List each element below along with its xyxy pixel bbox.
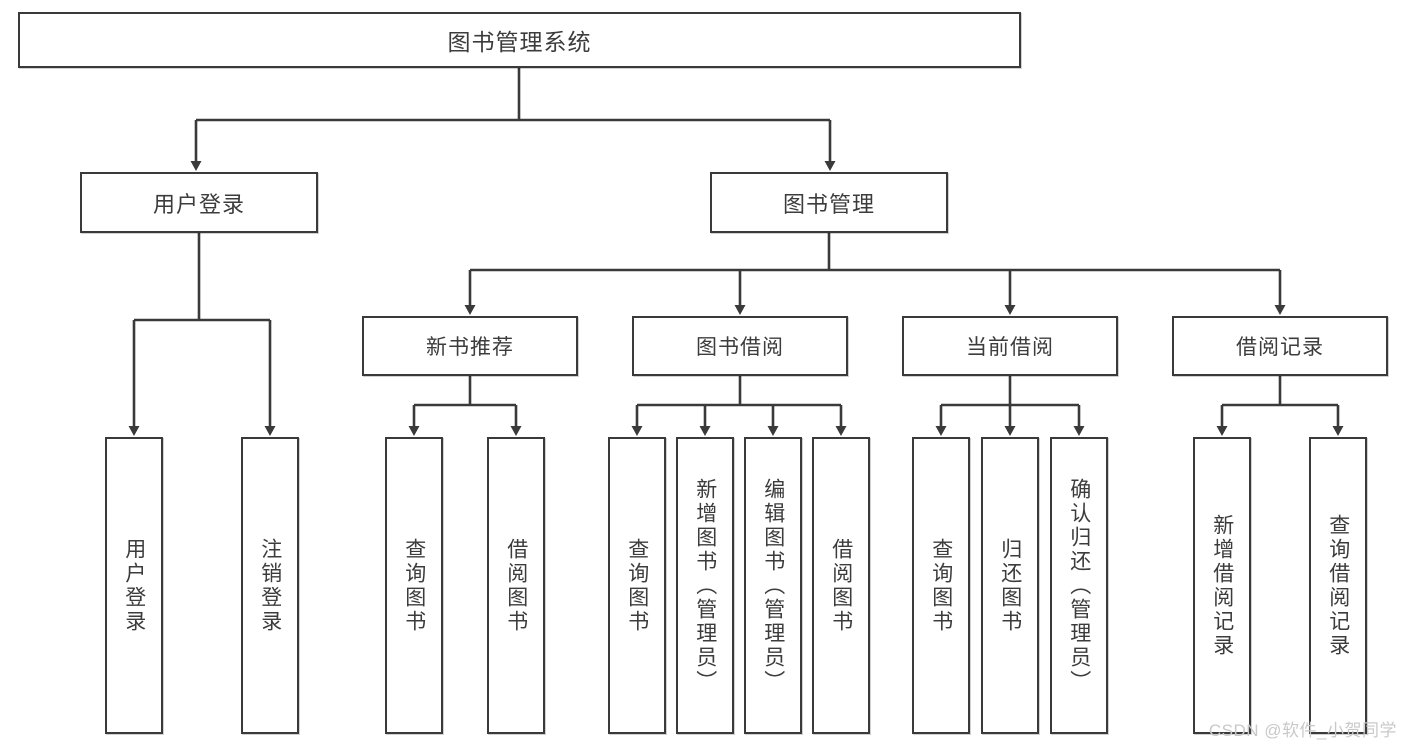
leaf-borrow-book[interactable]: 借阅图书 [812, 437, 870, 734]
leaf-return-book-label: 归还图书 [998, 537, 1022, 634]
leaf-borrow-book-recommend[interactable]: 借阅图书 [487, 437, 545, 734]
leaf-confirm-return-admin-label: 确认归还（管理员） [1067, 477, 1091, 694]
node-current-borrow-label: 当前借阅 [966, 336, 1054, 359]
leaf-query-borrow-record[interactable]: 查询借阅记录 [1309, 437, 1367, 734]
leaf-query-borrow-record-label: 查询借阅记录 [1326, 513, 1350, 658]
leaf-borrow-book-recommend-label: 借阅图书 [504, 537, 528, 634]
leaf-user-login[interactable]: 用户登录 [105, 437, 163, 734]
leaf-user-login-label: 用户登录 [122, 537, 146, 634]
leaf-query-book-recommend-label: 查询图书 [402, 537, 426, 634]
node-new-book-recommend[interactable]: 新书推荐 [362, 316, 578, 376]
leaf-logout-label: 注销登录 [258, 537, 282, 634]
node-book-management[interactable]: 图书管理 [710, 172, 948, 233]
node-user-login-label: 用户登录 [152, 191, 245, 217]
leaf-edit-book-admin-label: 编辑图书（管理员） [761, 477, 785, 694]
node-book-management-label: 图书管理 [782, 191, 875, 217]
watermark: CSDN @软件_小贺同学 [1208, 721, 1397, 740]
node-book-borrow-label: 图书借阅 [696, 336, 784, 359]
leaf-add-book-admin-label: 新增图书（管理员） [693, 477, 717, 694]
node-borrow-record-label: 借阅记录 [1236, 336, 1324, 359]
node-book-borrow[interactable]: 图书借阅 [632, 316, 848, 376]
node-new-book-recommend-label: 新书推荐 [426, 336, 514, 359]
leaf-add-borrow-record[interactable]: 新增借阅记录 [1193, 437, 1251, 734]
leaf-query-book-borrow-label: 查询图书 [625, 537, 649, 634]
node-current-borrow[interactable]: 当前借阅 [902, 316, 1118, 376]
leaf-query-book-current[interactable]: 查询图书 [912, 437, 970, 734]
leaf-confirm-return-admin[interactable]: 确认归还（管理员） [1050, 437, 1108, 734]
leaf-borrow-book-label: 借阅图书 [829, 537, 853, 634]
leaf-add-book-admin[interactable]: 新增图书（管理员） [676, 437, 734, 734]
leaf-edit-book-admin[interactable]: 编辑图书（管理员） [744, 437, 802, 734]
node-user-login[interactable]: 用户登录 [80, 172, 318, 233]
node-root[interactable]: 图书管理系统 [18, 12, 1021, 68]
node-root-label: 图书管理系统 [447, 29, 592, 55]
leaf-logout[interactable]: 注销登录 [241, 437, 299, 734]
leaf-query-book-borrow[interactable]: 查询图书 [608, 437, 666, 734]
leaf-query-book-current-label: 查询图书 [929, 537, 953, 634]
node-borrow-record[interactable]: 借阅记录 [1172, 316, 1388, 376]
leaf-add-borrow-record-label: 新增借阅记录 [1210, 513, 1234, 658]
leaf-return-book[interactable]: 归还图书 [981, 437, 1039, 734]
leaf-query-book-recommend[interactable]: 查询图书 [385, 437, 443, 734]
